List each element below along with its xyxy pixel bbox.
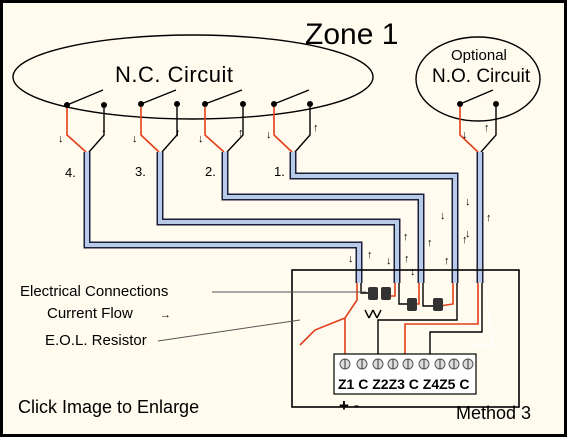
device-number-3: 3. — [135, 164, 146, 179]
nc-switch-1 — [271, 89, 313, 107]
terminal-screws — [339, 358, 474, 370]
svg-text:↓: ↓ — [386, 255, 392, 267]
nc-circuit-label: N.C. Circuit — [115, 62, 233, 87]
no-switch — [457, 89, 499, 107]
method-label: Method 3 — [456, 403, 531, 423]
current-flow-arrows: ↓↑ ↓↑ ↓↑ ↓↑ ↓↑ ↓↓ ↑ ↓↑ ↑↑ ↓↑ ↓↑ ↓↑ — [58, 122, 492, 278]
svg-text:↓: ↓ — [465, 228, 471, 240]
svg-text:↓: ↓ — [132, 133, 138, 145]
svg-text:↑: ↑ — [462, 234, 468, 246]
svg-text:↓: ↓ — [266, 129, 272, 141]
svg-text:↑: ↑ — [444, 255, 450, 267]
label-electrical-connections: Electrical Connections — [20, 283, 168, 300]
control-panel-box — [291, 269, 520, 408]
svg-text:↑: ↑ — [313, 122, 319, 134]
svg-text:↑: ↑ — [238, 127, 244, 139]
zone-title: Zone 1 — [305, 18, 398, 51]
click-to-enlarge-link[interactable]: Click Image to Enlarge — [18, 397, 199, 417]
device-number-1: 1. — [274, 164, 285, 179]
terminal-labels: Z1 C Z2Z3 C Z4Z5 C — [338, 376, 469, 392]
svg-text:↓: ↓ — [462, 129, 468, 141]
label-current-flow: Current Flow — [47, 305, 133, 322]
no-circuit-oval — [415, 36, 541, 122]
svg-text:↓: ↓ — [440, 210, 446, 222]
panel-wiring — [299, 283, 493, 358]
cables — [83, 152, 484, 283]
nc-circuit-oval — [12, 34, 374, 120]
no-circuit-label: N.O. Circuit — [432, 66, 531, 87]
nc-switch-4 — [64, 89, 107, 108]
svg-text:↑: ↑ — [484, 122, 490, 134]
nc-switch-3 — [138, 89, 180, 107]
svg-text:↑: ↑ — [403, 231, 409, 243]
current-flow-arrow-icon: → — [160, 309, 171, 321]
svg-text:↑: ↑ — [175, 127, 181, 139]
svg-text:↓: ↓ — [198, 133, 204, 145]
svg-text:↓: ↓ — [58, 133, 64, 145]
svg-text:↑: ↑ — [486, 212, 492, 224]
polarity-label: + - — [339, 396, 359, 415]
svg-text:↓: ↓ — [410, 266, 416, 278]
svg-text:↑: ↑ — [101, 127, 107, 139]
device-number-4: 4. — [65, 165, 76, 180]
wire-nuts — [368, 287, 443, 311]
svg-text:↑: ↑ — [427, 237, 433, 249]
label-eol-resistor: E.O.L. Resistor — [45, 332, 147, 349]
nc-switch-2 — [202, 89, 246, 107]
device-number-2: 2. — [205, 164, 216, 179]
svg-text:↑: ↑ — [404, 253, 410, 265]
leader-eol — [157, 319, 301, 342]
svg-text:↑: ↑ — [367, 249, 373, 261]
switch-leads — [66, 107, 497, 153]
no-optional-label: Optional — [451, 47, 507, 64]
svg-text:↓: ↓ — [465, 196, 471, 208]
diagram-canvas: Zone 1 N.C. Circuit Optional N.O. Circui… — [12, 18, 541, 423]
svg-text:↓: ↓ — [348, 253, 354, 265]
